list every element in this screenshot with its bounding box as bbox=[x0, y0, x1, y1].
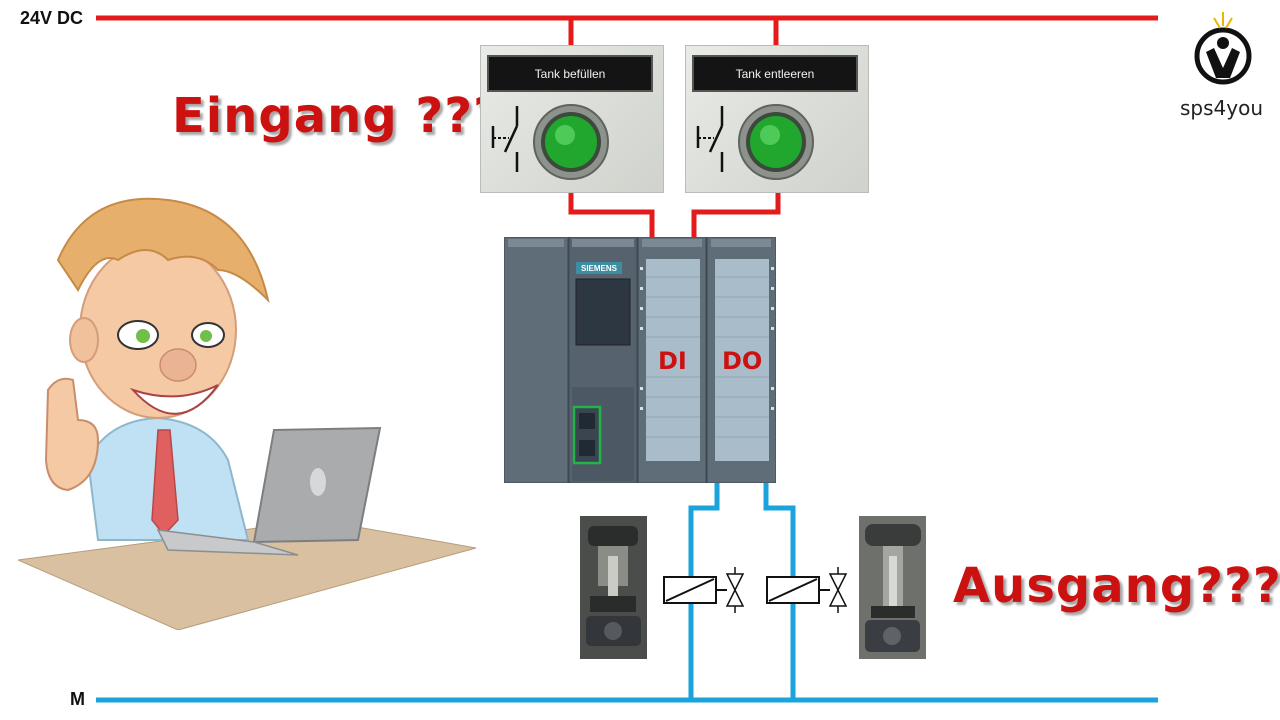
push-button-panel-2-label: Tank entleeren bbox=[692, 55, 858, 92]
push-button-panel-1-label: Tank befüllen bbox=[487, 55, 653, 92]
cartoon-person-with-laptop bbox=[18, 197, 477, 630]
output-title: Ausgang??? bbox=[953, 558, 1280, 614]
push-button-panel-1: Tank befüllen bbox=[480, 45, 664, 193]
ground-rail-label: M bbox=[70, 689, 85, 709]
green-push-button[interactable] bbox=[736, 102, 816, 182]
green-push-button[interactable] bbox=[531, 102, 611, 182]
plc-di-label: DI bbox=[658, 347, 687, 375]
push-button-symbol-icon bbox=[491, 106, 519, 172]
control-valve-photo-1 bbox=[580, 516, 647, 659]
push-button-panel-2: Tank entleeren bbox=[685, 45, 869, 193]
wire-button-2-to-di bbox=[691, 192, 781, 238]
solenoid-valve-symbol-2 bbox=[766, 567, 848, 613]
plc-body bbox=[503, 236, 777, 484]
logo-text: sps4you bbox=[1180, 96, 1264, 120]
control-valve-photo-2 bbox=[859, 516, 926, 659]
plc-brand-label: SIEMENS bbox=[580, 264, 617, 273]
wire-button-1-to-di bbox=[568, 192, 655, 238]
plc-controller: SIEMENS DI DO bbox=[503, 236, 777, 484]
sps4you-logo-icon bbox=[1194, 12, 1252, 85]
solenoid-valve-symbol-1 bbox=[663, 567, 745, 613]
push-button-symbol-icon bbox=[696, 106, 724, 172]
supply-rail-label: 24V DC bbox=[20, 8, 84, 28]
plc-do-label: DO bbox=[722, 347, 763, 375]
input-title: Eingang ??? bbox=[172, 88, 502, 144]
